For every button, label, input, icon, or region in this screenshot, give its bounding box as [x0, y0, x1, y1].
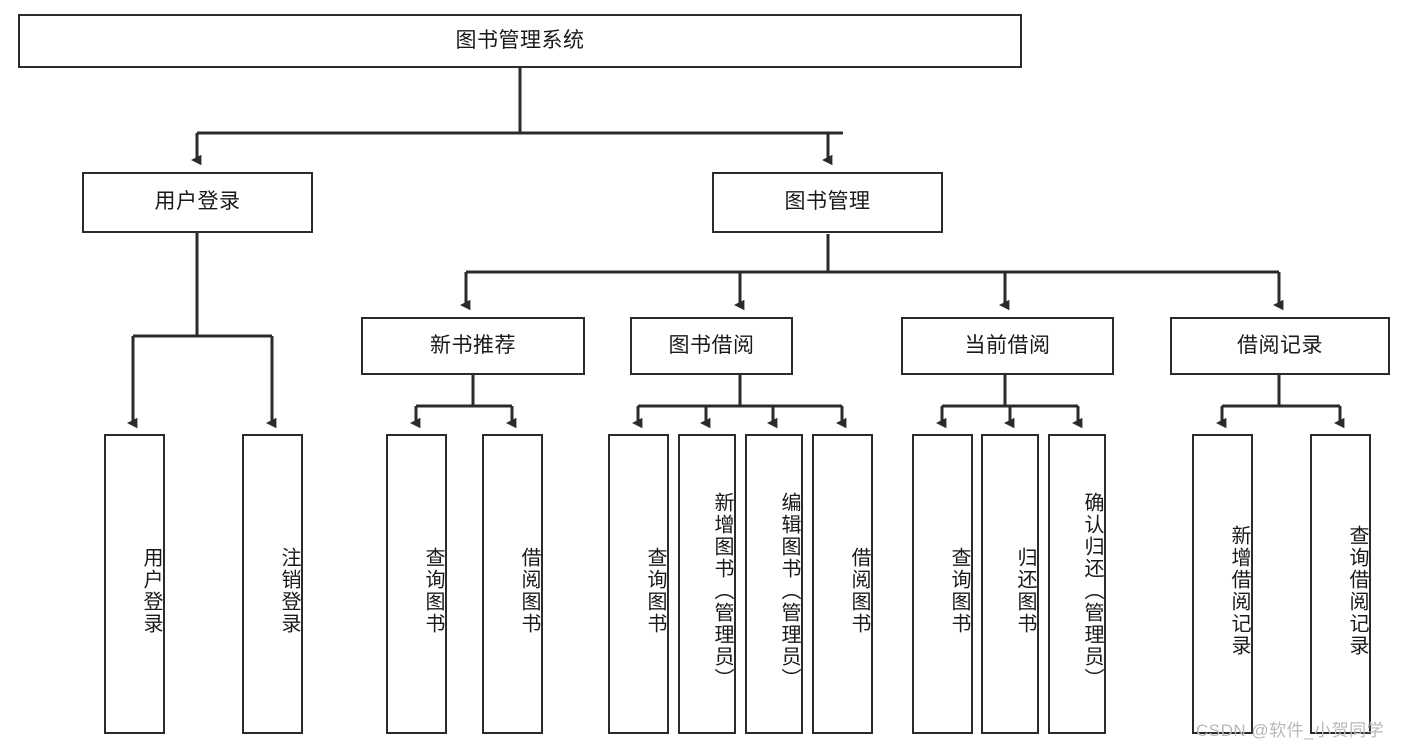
leaf-query-book-1-label: 查询图书 — [422, 547, 444, 635]
leaf-add-record[interactable]: 新增借阅记录 — [1192, 434, 1253, 734]
leaf-add-book-label: 新增图书（管理员） — [711, 492, 733, 690]
csdn-watermark: CSDN @软件_小贺同学 — [1196, 721, 1385, 740]
node-user-login[interactable]: 用户登录 — [82, 172, 313, 233]
node-borrow-record-label: 借阅记录 — [1237, 333, 1323, 357]
leaf-query-book-2-label: 查询图书 — [644, 547, 666, 635]
leaf-query-book-2[interactable]: 查询图书 — [608, 434, 669, 734]
leaf-add-record-label: 新增借阅记录 — [1228, 525, 1250, 657]
node-root-label: 图书管理系统 — [455, 28, 585, 52]
leaf-borrow-book-2[interactable]: 借阅图书 — [812, 434, 873, 734]
leaf-return-book-label: 归还图书 — [1014, 547, 1036, 635]
node-book-borrow[interactable]: 图书借阅 — [630, 317, 793, 375]
leaf-query-record[interactable]: 查询借阅记录 — [1310, 434, 1371, 734]
leaf-edit-book-label: 编辑图书（管理员） — [778, 492, 800, 690]
leaf-return-book[interactable]: 归还图书 — [981, 434, 1039, 734]
node-book-borrow-label: 图书借阅 — [668, 333, 755, 357]
leaf-user-login[interactable]: 用户登录 — [104, 434, 165, 734]
node-user-login-label: 用户登录 — [154, 190, 241, 214]
node-current-borrow-label: 当前借阅 — [964, 333, 1051, 357]
leaf-borrow-book-2-label: 借阅图书 — [848, 547, 870, 635]
leaf-borrow-book-1-label: 借阅图书 — [518, 547, 540, 635]
leaf-query-record-label: 查询借阅记录 — [1346, 525, 1368, 657]
leaf-query-book-3[interactable]: 查询图书 — [912, 434, 973, 734]
leaf-confirm-return-label: 确认归还（管理员） — [1081, 492, 1103, 690]
leaf-user-login-label: 用户登录 — [140, 547, 162, 635]
node-root[interactable]: 图书管理系统 — [18, 14, 1022, 68]
leaf-add-book[interactable]: 新增图书（管理员） — [678, 434, 736, 734]
leaf-edit-book[interactable]: 编辑图书（管理员） — [745, 434, 803, 734]
leaf-query-book-3-label: 查询图书 — [948, 547, 970, 635]
node-new-book-recommend[interactable]: 新书推荐 — [361, 317, 585, 375]
node-borrow-record[interactable]: 借阅记录 — [1170, 317, 1390, 375]
leaf-confirm-return[interactable]: 确认归还（管理员） — [1048, 434, 1106, 734]
node-new-book-recommend-label: 新书推荐 — [430, 333, 516, 357]
node-current-borrow[interactable]: 当前借阅 — [901, 317, 1114, 375]
leaf-query-book-1[interactable]: 查询图书 — [386, 434, 447, 734]
leaf-borrow-book-1[interactable]: 借阅图书 — [482, 434, 543, 734]
leaf-user-logout-label: 注销登录 — [278, 547, 300, 635]
node-book-manage[interactable]: 图书管理 — [712, 172, 943, 233]
leaf-user-logout[interactable]: 注销登录 — [242, 434, 303, 734]
node-book-manage-label: 图书管理 — [784, 190, 871, 214]
